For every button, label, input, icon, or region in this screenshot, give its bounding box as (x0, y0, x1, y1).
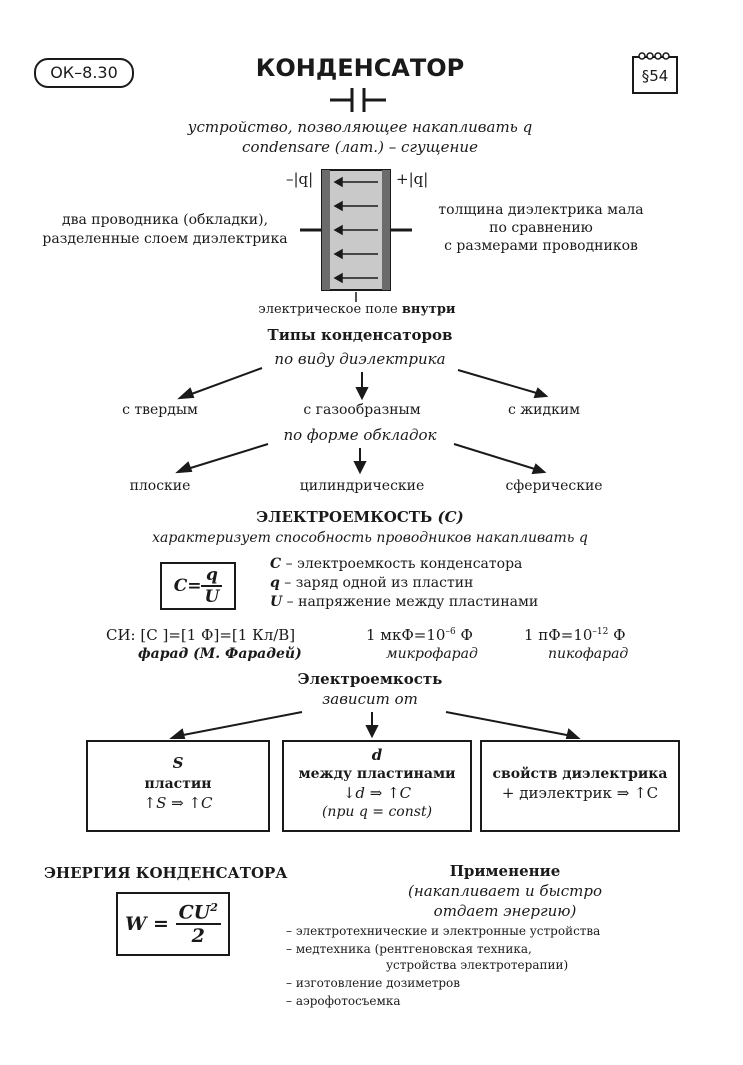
capacitor-symbol-icon (330, 88, 386, 112)
legend-q-symbol: q (270, 575, 280, 591)
field-label-bold: внутри (401, 302, 456, 317)
legend-q-text: – заряд одной из пластин (279, 575, 474, 591)
type-solid: с твердым (122, 402, 198, 418)
factor-area-rule: ↑S ⇒ ↑C (143, 794, 213, 812)
plates-arrows (175, 443, 547, 475)
capacitance-symbol: (C) (437, 508, 464, 526)
type-cylindrical: цилиндрические (299, 478, 425, 494)
application-sub-1: (накапливает и быстро (407, 882, 603, 900)
pico-unit: 1 пФ=10–12 Ф (524, 626, 626, 644)
micro-unit: 1 мкФ=10–6 Ф (366, 626, 473, 644)
dielectric-thickness-1: толщина диэлектрика мала (438, 202, 644, 218)
formula-lhs: C= (173, 576, 202, 596)
application-item: – медтехника (рентгеновская техника, (286, 942, 532, 956)
micro-unit-note: микрофарад (386, 646, 478, 662)
energy-formula: W = CU2 2 (116, 892, 230, 956)
factor-distance-symbol: d (371, 746, 383, 764)
positive-charge-label: +|q| (396, 170, 429, 188)
negative-charge-label: –|q| (286, 170, 314, 188)
legend-u: U – напряжение между пластинами (270, 594, 538, 610)
dielectric-thickness-2: по сравнению (489, 220, 593, 236)
factor-dielectric-rule: + диэлектрик ⇒ ↑C (501, 784, 659, 802)
factor-distance-label: между пластинами (298, 766, 456, 782)
plates-description-1: два проводника (обкладки), (61, 212, 269, 228)
field-inside-label: электрическое поле внутри (240, 302, 474, 317)
types-heading: Типы конденсаторов (267, 326, 453, 344)
by-dielectric-label: по виду диэлектрика (274, 350, 446, 368)
capacitance-formula: C= q U (160, 562, 236, 610)
application-item: – изготовление дозиметров (286, 976, 461, 990)
depends-sub: зависит от (322, 690, 418, 708)
energy-exponent: 2 (210, 900, 218, 914)
factor-area-symbol: S (172, 754, 184, 772)
application-item: – электротехнические и электронные устро… (286, 924, 601, 938)
depends-heading: Электроемкость (297, 670, 443, 688)
factor-dielectric-label: свойств диэлектрика (492, 766, 668, 782)
application-sub-2: отдает энергию) (433, 902, 577, 920)
pico-unit-symbol: Ф (608, 626, 626, 644)
factor-dielectric-box: свойств диэлектрика + диэлектрик ⇒ ↑C (480, 740, 680, 832)
energy-numerator: CU (178, 901, 211, 924)
micro-exponent: –6 (445, 627, 456, 637)
micro-base: 1 мкФ=10 (366, 626, 446, 644)
application-item: – аэрофотосъемка (286, 994, 401, 1008)
type-gas: с газообразным (303, 402, 421, 418)
type-spherical: сферические (505, 478, 603, 494)
pico-unit-note: пикофарад (548, 646, 629, 662)
factor-distance-box: d между пластинами ↓d ⇒ ↑C (при q = cons… (282, 740, 472, 832)
definition-line-2: condensare (лат.) – сгущение (242, 138, 478, 156)
legend-u-symbol: U (270, 594, 283, 610)
by-plates-label: по форме обкладок (283, 426, 437, 444)
pico-exponent: –12 (592, 627, 609, 637)
legend-u-text: – напряжение между пластинами (282, 594, 539, 610)
factor-area-box: S пластин ↑S ⇒ ↑C (86, 740, 270, 832)
factor-area-label: пластин (144, 776, 212, 792)
depends-arrows (169, 711, 581, 739)
definition-line-1: устройство, позволяющее накапливать q (187, 118, 533, 136)
legend-q: q – заряд одной из пластин (270, 575, 473, 591)
plates-description-2: разделенные слоем диэлектрика (42, 231, 288, 247)
application-item: устройства электротерапии) (386, 958, 569, 972)
legend-c-symbol: C (270, 556, 282, 572)
capacitance-heading: ЭЛЕКТРОЕМКОСТЬ (C) (200, 508, 520, 526)
si-unit: СИ: [C ]=[1 Ф]=[1 Кл/В] (106, 626, 296, 644)
dielectric-arrows (177, 367, 549, 401)
si-unit-note: фарад (М. Фарадей) (138, 646, 302, 662)
capacitance-description: характеризует способность проводников на… (152, 530, 588, 546)
type-flat: плоские (129, 478, 191, 494)
micro-unit-symbol: Ф (455, 626, 473, 644)
factor-distance-condition: (при q = const) (321, 804, 433, 820)
notepad-rings-icon (638, 52, 670, 60)
application-heading: Применение (449, 862, 561, 880)
energy-lhs: W = (125, 913, 169, 935)
capacitance-title: ЭЛЕКТРОЕМКОСТЬ (256, 508, 433, 526)
formula-denominator: U (204, 587, 220, 607)
energy-denominator: 2 (191, 925, 205, 948)
energy-heading: ЭНЕРГИЯ КОНДЕНСАТОРА (44, 864, 288, 882)
legend-c-text: – электроемкость конденсатора (281, 556, 523, 572)
formula-numerator: q (201, 565, 223, 587)
legend-c: C – электроемкость конденсатора (270, 556, 522, 572)
type-liquid: с жидким (507, 402, 581, 418)
capacitor-plates-diagram (300, 169, 412, 302)
page-title: КОНДЕНСАТОР (255, 54, 465, 82)
document-code-badge: ОК–8.30 (34, 58, 134, 88)
factor-distance-rule: ↓d ⇒ ↑C (342, 784, 412, 802)
pico-base: 1 пФ=10 (524, 626, 593, 644)
field-label-text: электрическое поле (258, 302, 398, 317)
dielectric-thickness-3: с размерами проводников (444, 238, 638, 254)
